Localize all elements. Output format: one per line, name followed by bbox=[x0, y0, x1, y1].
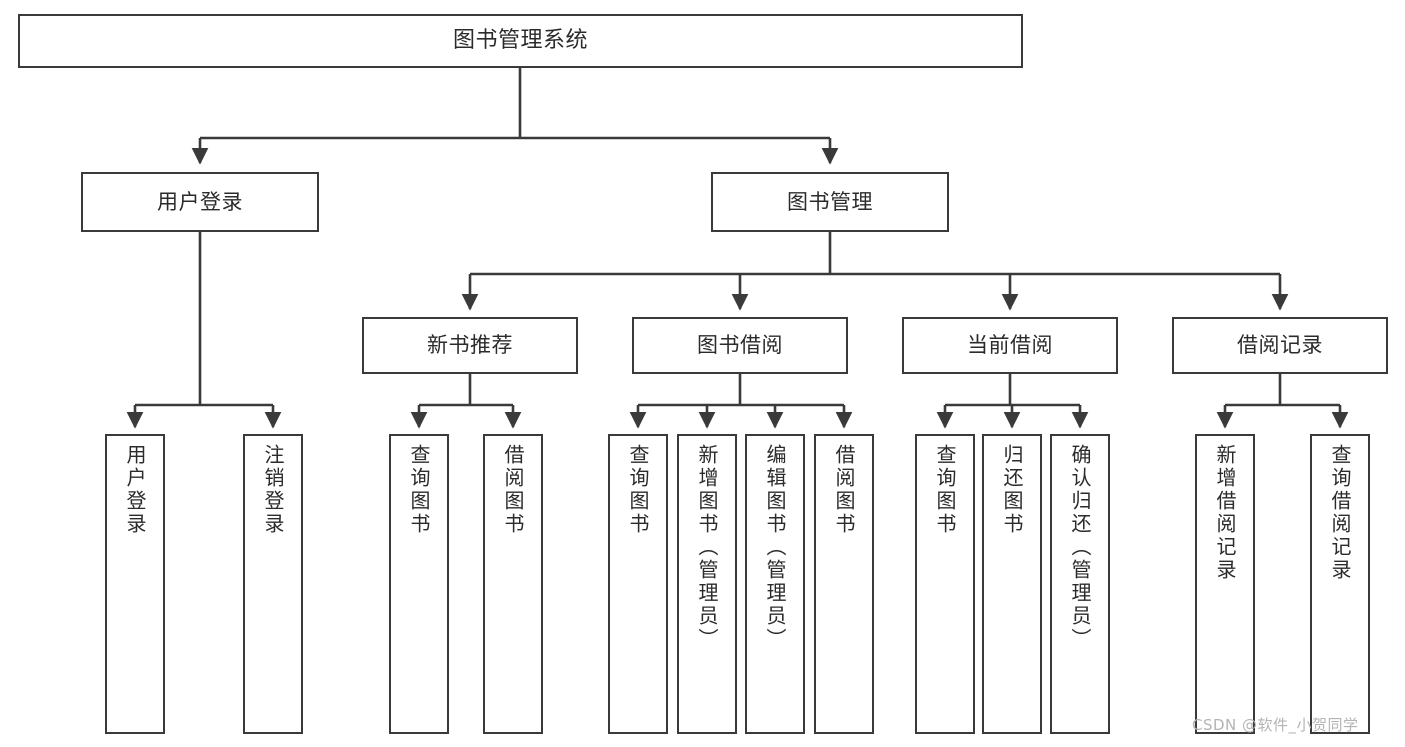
node-label: 用户登录 bbox=[123, 444, 147, 536]
node-leaf-add-borrow-record[interactable]: 新增借阅记录 bbox=[1195, 434, 1255, 734]
node-label: 查询图书 bbox=[407, 444, 431, 536]
node-label: 确认归还（管理员） bbox=[1068, 444, 1092, 651]
node-label: 编辑图书（管理员） bbox=[763, 444, 787, 651]
node-label: 新书推荐 bbox=[427, 333, 513, 358]
node-label: 当前借阅 bbox=[967, 333, 1053, 358]
node-book-management[interactable]: 图书管理 bbox=[711, 172, 949, 232]
node-leaf-borrow-book-recommend[interactable]: 借阅图书 bbox=[483, 434, 543, 734]
node-current-borrow[interactable]: 当前借阅 bbox=[902, 317, 1118, 374]
node-leaf-edit-book-admin[interactable]: 编辑图书（管理员） bbox=[745, 434, 805, 734]
node-root-system[interactable]: 图书管理系统 bbox=[18, 14, 1023, 68]
watermark: CSDN @软件_小贺同学 bbox=[1192, 716, 1359, 734]
node-label: 图书管理 bbox=[787, 189, 873, 214]
node-leaf-user-login[interactable]: 用户登录 bbox=[105, 434, 165, 734]
node-borrow-record[interactable]: 借阅记录 bbox=[1172, 317, 1388, 374]
node-leaf-add-book-admin[interactable]: 新增图书（管理员） bbox=[677, 434, 737, 734]
node-label: 借阅图书 bbox=[501, 444, 525, 536]
node-label: 图书管理系统 bbox=[452, 28, 588, 54]
node-label: 用户登录 bbox=[157, 189, 243, 214]
node-label: 新增借阅记录 bbox=[1213, 444, 1237, 582]
node-book-borrow[interactable]: 图书借阅 bbox=[632, 317, 848, 374]
node-label: 查询图书 bbox=[933, 444, 957, 536]
node-user-login[interactable]: 用户登录 bbox=[81, 172, 319, 232]
node-leaf-query-book-recommend[interactable]: 查询图书 bbox=[389, 434, 449, 734]
node-label: 借阅图书 bbox=[832, 444, 856, 536]
node-label: 注销登录 bbox=[261, 444, 285, 536]
node-label: 归还图书 bbox=[1000, 444, 1024, 536]
node-leaf-query-book-current[interactable]: 查询图书 bbox=[915, 434, 975, 734]
node-leaf-logout[interactable]: 注销登录 bbox=[243, 434, 303, 734]
node-label: 图书借阅 bbox=[697, 333, 783, 358]
node-leaf-query-book-borrow[interactable]: 查询图书 bbox=[608, 434, 668, 734]
node-leaf-query-borrow-record[interactable]: 查询借阅记录 bbox=[1310, 434, 1370, 734]
node-leaf-borrow-book[interactable]: 借阅图书 bbox=[814, 434, 874, 734]
node-new-book-recommend[interactable]: 新书推荐 bbox=[362, 317, 578, 374]
node-leaf-return-book[interactable]: 归还图书 bbox=[982, 434, 1042, 734]
node-label: 查询借阅记录 bbox=[1328, 444, 1352, 582]
node-leaf-confirm-return-admin[interactable]: 确认归还（管理员） bbox=[1050, 434, 1110, 734]
node-label: 新增图书（管理员） bbox=[695, 444, 719, 651]
node-label: 借阅记录 bbox=[1237, 333, 1323, 358]
node-label: 查询图书 bbox=[626, 444, 650, 536]
